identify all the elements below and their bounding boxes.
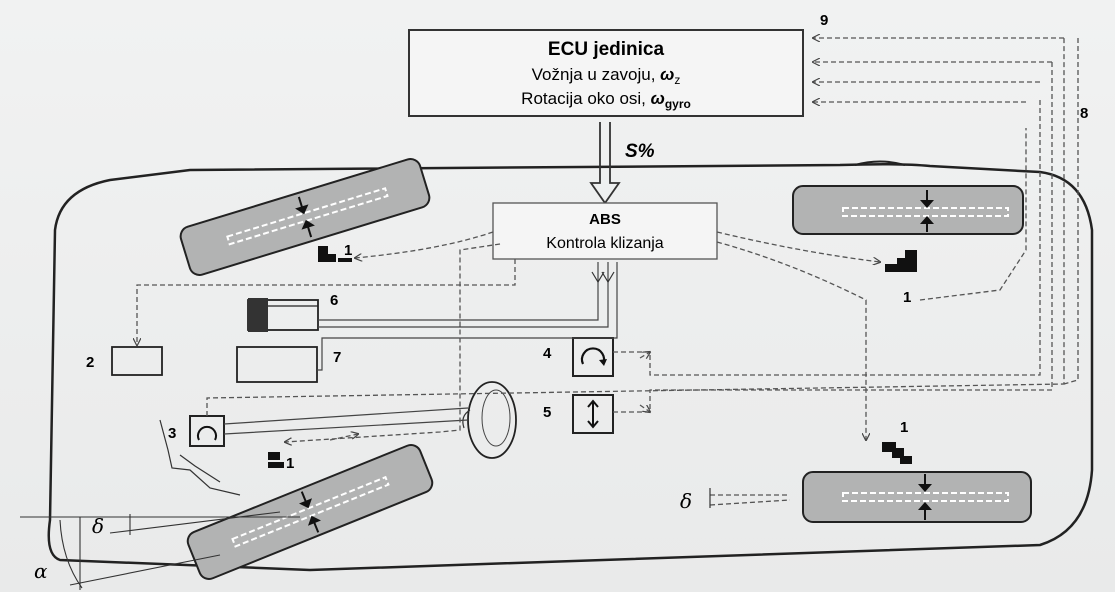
angle-delta-rear — [709, 488, 791, 508]
label-9: 9 — [820, 12, 828, 29]
label-7: 7 — [333, 349, 341, 366]
abs-to-6-line — [318, 262, 609, 328]
sensor-rear-right — [882, 442, 912, 464]
component-4-yaw-sensor — [572, 337, 614, 377]
line-fr-to-bus — [919, 128, 1027, 301]
steering-linkage — [159, 419, 241, 496]
steering-column — [223, 407, 469, 435]
label-6: 6 — [330, 292, 338, 309]
abs-hyd-arrows — [591, 271, 615, 284]
label-1-front-right: 1 — [903, 289, 911, 306]
line-5-to-bus — [613, 62, 1053, 413]
arrow-5 — [639, 404, 650, 412]
abs-subtitle: Kontrola klizanja — [546, 235, 664, 252]
ecu-title: ECU jedinica — [548, 39, 665, 60]
line-3-to-bus — [206, 38, 1065, 416]
wheel-rear-right — [802, 471, 1032, 523]
label-1-front-left: 1 — [344, 242, 352, 259]
label-8: 8 — [1080, 105, 1088, 122]
label-1-rear-right: 1 — [900, 419, 908, 436]
component-2-box — [111, 346, 163, 376]
wheel-front-left — [179, 158, 431, 276]
component-6-actuator — [247, 298, 319, 332]
line-abs-to-sensor-rr — [716, 241, 866, 440]
bus-right-edge — [1063, 38, 1079, 385]
sensor-rear-left — [268, 452, 284, 468]
sensor-front-right — [885, 250, 917, 272]
angle-delta-front — [20, 511, 300, 535]
ecu-line-cornering: Vožnja u zavoju, ωz — [532, 65, 681, 87]
abs-box — [492, 202, 718, 260]
line-abs-to-sensor-rl — [285, 243, 501, 442]
label-2: 2 — [86, 354, 94, 371]
component-5-accel-sensor — [572, 394, 614, 434]
wheel-rear-left — [186, 444, 434, 580]
label-5: 5 — [543, 404, 551, 421]
line-4-to-bus — [613, 100, 1041, 376]
sensor-front-left — [318, 246, 352, 262]
label-3: 3 — [168, 425, 176, 442]
signal-arrow — [589, 122, 621, 205]
component-7-box — [236, 346, 318, 383]
ecu-line-gyro: Rotacija oko osi, ωgyro — [521, 89, 691, 111]
angle-alpha — [59, 517, 221, 590]
car-body-notch — [854, 160, 906, 166]
component-3-steering-sensor — [189, 415, 225, 447]
label-4: 4 — [543, 345, 552, 362]
label-alpha: α — [34, 559, 48, 583]
label-delta-front: δ — [92, 514, 104, 538]
line-abs-to-2 — [137, 259, 516, 345]
arrow-4 — [639, 352, 650, 358]
car-body-outline — [47, 162, 1094, 572]
wheel-front-right — [792, 185, 1024, 235]
signal-label: S% — [625, 141, 655, 162]
label-delta-rear: δ — [680, 489, 692, 513]
line-abs-to-sensor-fl — [355, 231, 494, 258]
line-abs-to-sensor-fr — [716, 231, 880, 262]
arrow-to-sensor-rl — [329, 434, 358, 441]
ecu-box — [408, 29, 804, 117]
label-1-rear-left: 1 — [286, 455, 294, 472]
abs-title: ABS — [589, 211, 621, 228]
abs-to-7-line — [317, 262, 618, 371]
